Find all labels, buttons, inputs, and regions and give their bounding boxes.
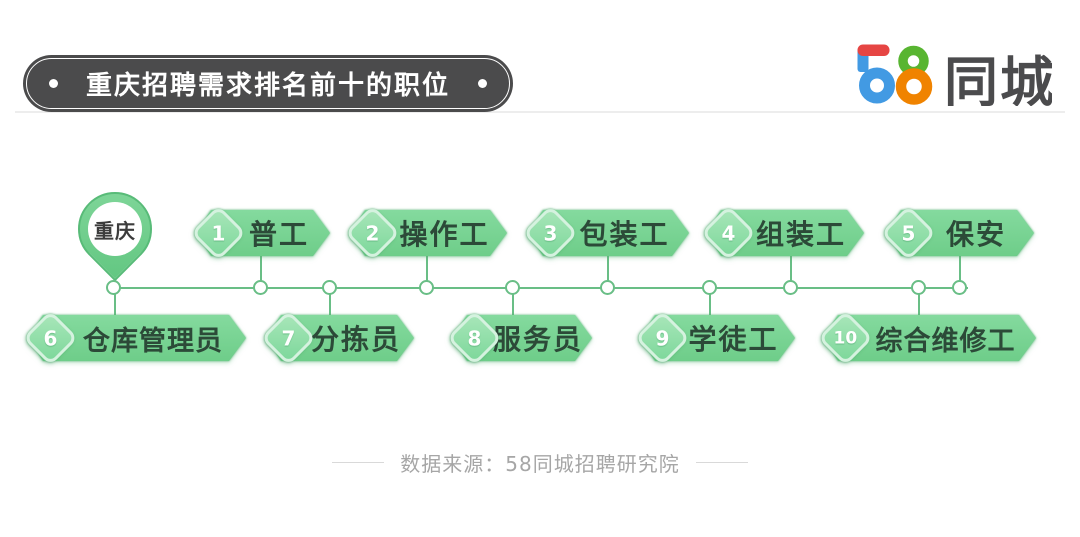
job-title-label: 操作工 <box>399 218 490 251</box>
rank-item-5: 保安 5 <box>880 205 1034 261</box>
connector-line <box>918 289 920 317</box>
rank-item-4: 组装工 4 <box>700 205 864 261</box>
connector-line <box>260 253 262 287</box>
job-title-label: 包装工 <box>579 218 670 251</box>
timeline-node <box>419 280 434 295</box>
job-title-label: 仓库管理员 <box>83 325 223 357</box>
pin-label-circle: 重庆 <box>88 202 142 256</box>
timeline-node <box>505 280 520 295</box>
rank-item-6: 仓库管理员 6 <box>22 310 246 366</box>
job-title-label: 分拣员 <box>311 323 402 356</box>
bullet-dot-icon <box>49 79 58 88</box>
footer-rule-right <box>695 461 748 464</box>
timeline-node <box>253 280 268 295</box>
footer-rule-left <box>332 461 385 464</box>
timeline-node <box>783 280 798 295</box>
rank-number: 1 <box>211 220 226 245</box>
title-banner: 重庆招聘需求排名前十的职位 <box>23 55 513 112</box>
rank-number: 8 <box>467 325 482 350</box>
connector-line <box>114 289 116 317</box>
rank-number: 9 <box>655 325 670 350</box>
job-title-label: 服务员 <box>493 323 584 356</box>
ribbon-banner: 普工 <box>196 210 330 256</box>
rank-number: 2 <box>365 220 380 245</box>
job-title-label: 综合维修工 <box>875 325 1016 357</box>
rank-item-10: 综合维修工 10 <box>817 310 1036 366</box>
rank-number: 5 <box>901 220 916 245</box>
rank-number: 6 <box>43 325 58 350</box>
rank-number: 4 <box>721 220 736 245</box>
page-title: 重庆招聘需求排名前十的职位 <box>85 71 450 101</box>
rank-number: 10 <box>833 327 858 348</box>
job-title-label: 组装工 <box>756 218 847 251</box>
logo-58tongcheng: 同城 <box>857 44 1052 106</box>
rank-item-1: 普工 1 <box>190 205 330 261</box>
origin-city-label: 重庆 <box>94 218 136 243</box>
job-title-label: 学徒工 <box>688 323 779 356</box>
connector-line <box>426 253 428 287</box>
timeline-node <box>702 280 717 295</box>
bullet-dot-icon <box>477 79 487 88</box>
connector-line <box>959 253 961 287</box>
rank-item-7: 分拣员 7 <box>260 310 414 366</box>
timeline-line <box>114 287 968 289</box>
timeline-node <box>600 280 615 295</box>
timeline-node <box>106 280 121 295</box>
connector-line <box>512 289 514 317</box>
rank-item-8: 服务员 8 <box>446 310 592 366</box>
connector-line <box>790 253 792 287</box>
logo-wordmark: 同城 <box>944 51 1052 106</box>
header-divider-line <box>15 111 1065 113</box>
job-title-label: 普工 <box>248 218 309 251</box>
connector-line <box>709 289 711 317</box>
rank-item-2: 操作工 2 <box>344 205 507 261</box>
rank-item-3: 包装工 3 <box>522 205 689 261</box>
data-source-text: 数据来源：58同城招聘研究院 <box>400 452 680 476</box>
rank-number: 3 <box>543 220 558 245</box>
logo-digit-8-icon <box>895 45 933 105</box>
timeline-node <box>952 280 967 295</box>
timeline-node <box>911 280 926 295</box>
connector-line <box>607 253 609 287</box>
location-pin-icon: 重庆 <box>62 176 168 282</box>
rank-number: 7 <box>281 325 296 350</box>
job-title-label: 保安 <box>945 218 1006 251</box>
connector-line <box>329 289 331 317</box>
logo-digit-5-icon <box>857 44 895 104</box>
timeline-node <box>322 280 337 295</box>
data-source-footer: 数据来源：58同城招聘研究院 <box>0 448 1080 477</box>
rank-item-9: 学徒工 9 <box>634 310 795 366</box>
